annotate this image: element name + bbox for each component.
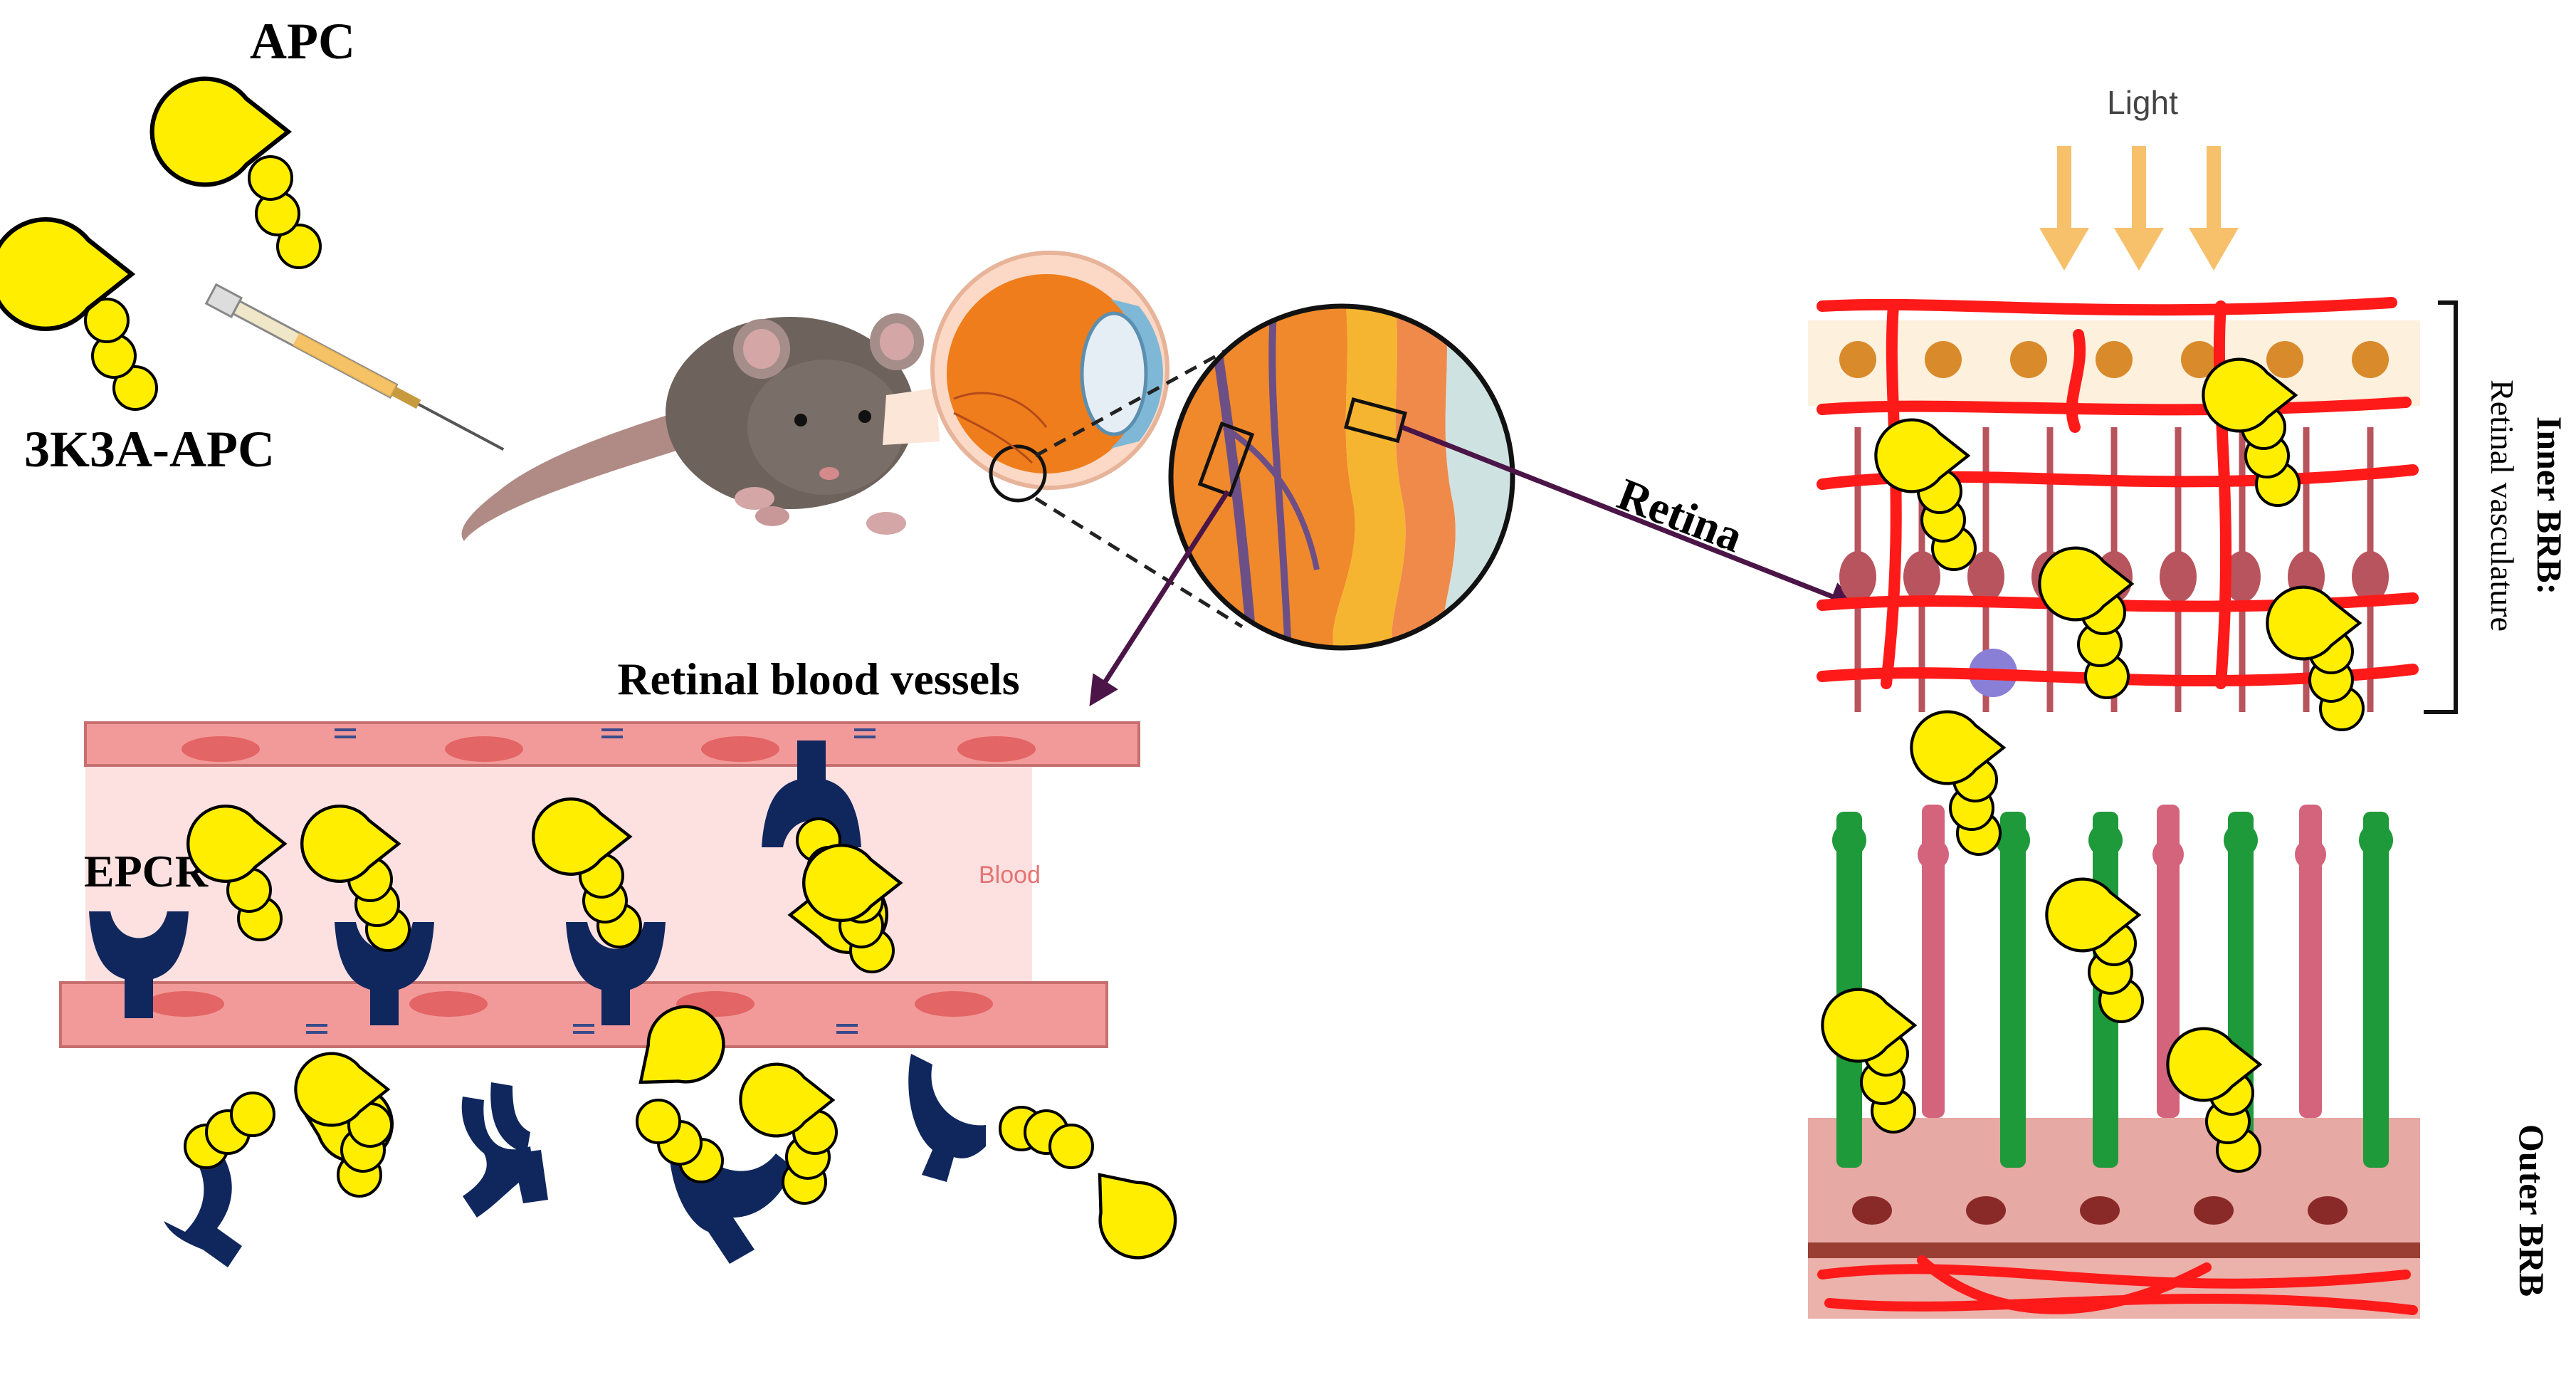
inner-brb-bracket (2424, 300, 2458, 714)
blood-label: Blood (979, 862, 1041, 889)
retinal-vasculature-label: Retinal vasculature (2484, 380, 2520, 632)
retina-layers (1808, 297, 2420, 1319)
zoom-line-top (1034, 322, 1276, 458)
retina-zoom-circle (1168, 303, 1515, 651)
eye-illustration (883, 251, 1169, 503)
apc-molecule (152, 79, 322, 269)
light-arrows (2039, 146, 2239, 271)
inner-brb-label: Inner BRB: (2530, 417, 2570, 595)
apc-label: APC (250, 13, 355, 70)
zoom-line-bottom (1034, 496, 1244, 629)
light-label: Light (2107, 84, 2178, 121)
retina-label: Retina (1611, 469, 1750, 562)
syringe-icon (204, 283, 505, 451)
arrow-to-vessels (1089, 490, 1230, 707)
epcr-label: EPCR (84, 846, 209, 896)
arrow-to-retina (1401, 424, 1860, 611)
3k3a-apc-molecule (0, 219, 158, 411)
3k3a-apc-label: 3K3A-APC (24, 421, 275, 478)
outer-brb-label: Outer BRB (2512, 1124, 2552, 1297)
retinal-blood-vessels-label: Retinal blood vessels (617, 654, 1019, 704)
epcr-receptors (89, 741, 986, 1267)
mouse-illustration (461, 313, 924, 541)
